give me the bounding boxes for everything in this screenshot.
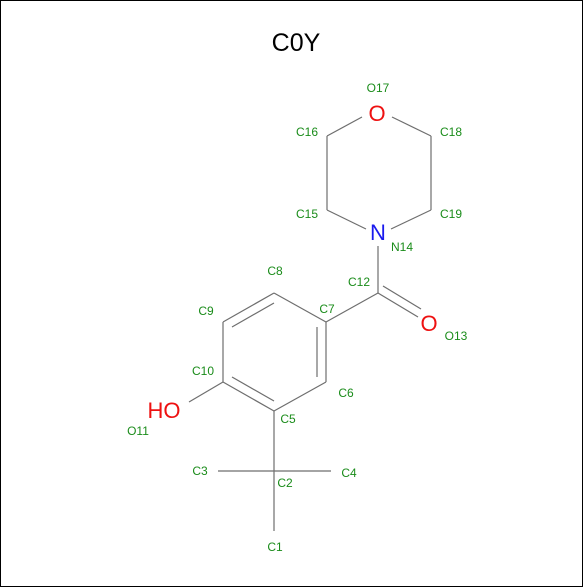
bond-c8-c9 xyxy=(222,292,275,323)
label-c10: C10 xyxy=(192,364,214,378)
label-o11: O11 xyxy=(127,424,149,438)
label-c2: C2 xyxy=(277,476,293,490)
label-c7: C7 xyxy=(319,302,335,316)
atom-n14-symbol: N xyxy=(370,220,386,245)
bond-c5-c6 xyxy=(273,381,327,412)
atom-o17-symbol: O xyxy=(368,101,385,126)
bond-c7-c8 xyxy=(273,292,327,323)
label-c3: C3 xyxy=(192,464,208,478)
label-c6: C6 xyxy=(338,386,354,400)
bond-c10-c5 xyxy=(222,381,275,412)
label-c8: C8 xyxy=(267,264,283,278)
label-c1: C1 xyxy=(267,540,283,554)
atom-o11-symbol: HO xyxy=(148,398,181,423)
bond-c10-c5-inner xyxy=(231,376,275,402)
label-c19: C19 xyxy=(440,207,462,221)
label-o17: O17 xyxy=(367,81,390,95)
label-c15: C15 xyxy=(296,207,318,221)
bond-c15-n14 xyxy=(326,209,367,230)
bond-c19-n14 xyxy=(390,209,432,230)
label-c16: C16 xyxy=(296,125,318,139)
label-c12: C12 xyxy=(348,275,370,289)
label-c5: C5 xyxy=(280,412,296,426)
label-n14: N14 xyxy=(391,240,413,254)
label-c18: C18 xyxy=(440,125,462,139)
bond-c8-c9-inner xyxy=(231,302,275,328)
bond-o17-c18 xyxy=(391,116,432,137)
bond-c10-o11 xyxy=(188,381,224,403)
label-c9: C9 xyxy=(198,304,214,318)
label-o13: O13 xyxy=(445,329,468,343)
molecule-title: C0Y xyxy=(272,29,321,57)
bond-c12-c7 xyxy=(325,292,379,323)
bond-c12-o13-a xyxy=(377,292,419,318)
atom-o13-symbol: O xyxy=(420,311,437,336)
label-c4: C4 xyxy=(341,466,357,480)
bond-c12-o13-b xyxy=(382,285,422,310)
bond-o17-c16 xyxy=(326,116,363,137)
